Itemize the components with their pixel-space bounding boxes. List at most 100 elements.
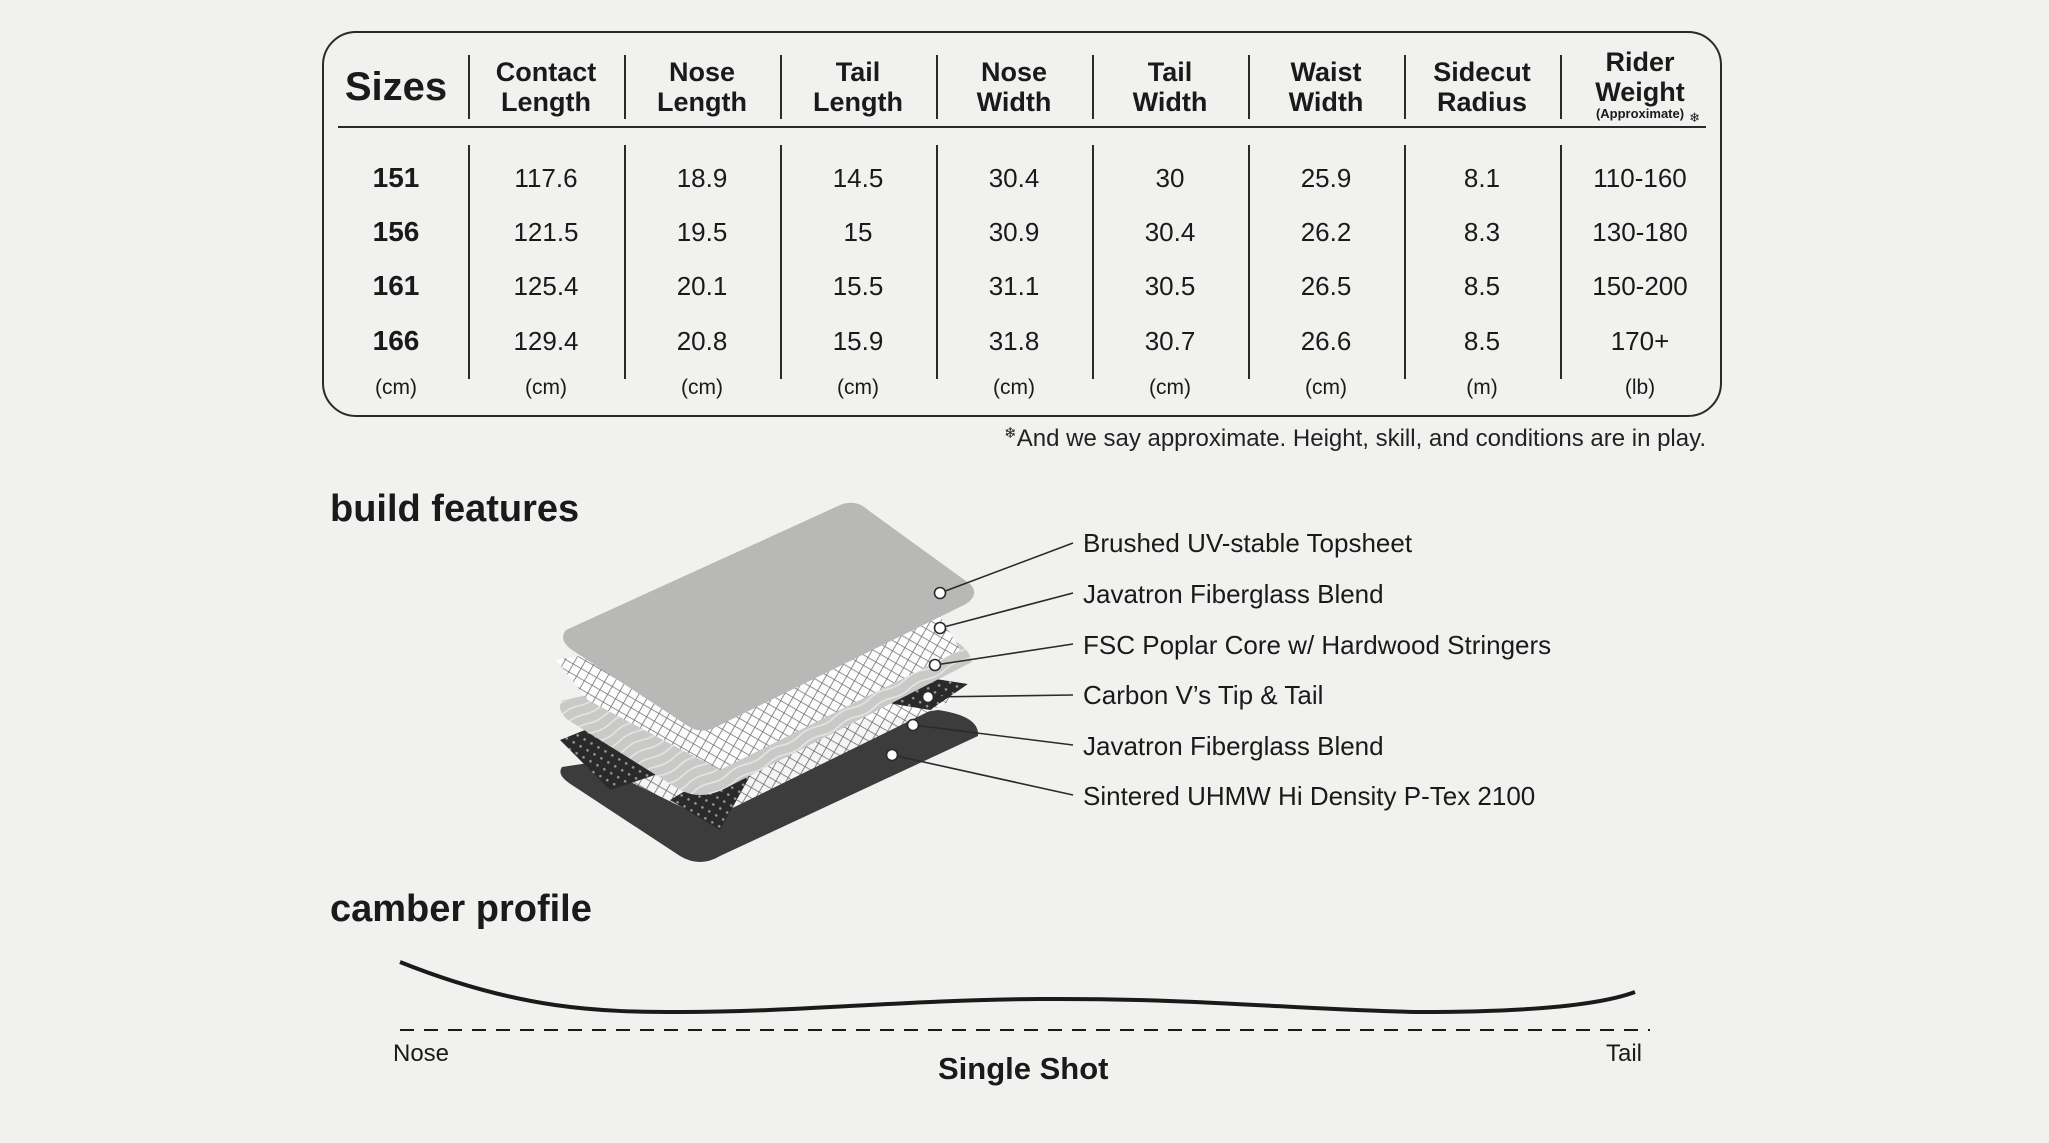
column-divider <box>780 55 782 119</box>
column-header: Nose Length <box>624 51 780 123</box>
header-line: Sizes <box>344 65 448 109</box>
value-cell: 15.5 <box>832 271 884 301</box>
column-rider-weight: Rider Weight (Approximate)❄ 110-160 130-… <box>1560 33 1720 419</box>
column-divider <box>624 55 626 119</box>
core-layer <box>560 632 972 795</box>
value-cell: 31.8 <box>988 326 1040 356</box>
value-cell: 125.4 <box>513 271 579 301</box>
base-layer <box>560 710 979 862</box>
column-header: Tail Length <box>780 51 936 123</box>
upper-fiberglass-layer <box>556 598 960 770</box>
layer-label-core: FSC Poplar Core w/ Hardwood Stringers <box>1083 630 1552 660</box>
column-header: Tail Width <box>1092 51 1248 123</box>
layer-label-topsheet: Brushed UV-stable Topsheet <box>1083 528 1413 558</box>
value-cell: 8.1 <box>1463 163 1501 193</box>
value-cell: 31.1 <box>988 271 1040 301</box>
column-contact-length: Contact Length 117.6 121.5 125.4 129.4 (… <box>468 33 624 419</box>
unit-cell: (m) <box>1466 376 1498 399</box>
build-features-title: build features <box>330 488 580 530</box>
carbon-v-layer <box>670 740 770 830</box>
column-divider <box>1560 145 1562 379</box>
value-cell: 170+ <box>1610 326 1670 356</box>
column-header: Sidecut Radius <box>1404 51 1560 123</box>
header-line: Sidecut <box>1433 57 1531 87</box>
value-cell: 8.5 <box>1463 271 1501 301</box>
size-cell: 151 <box>372 162 420 193</box>
value-cell: 30 <box>1155 163 1185 193</box>
value-cell: 150-200 <box>1592 271 1688 301</box>
nose-label: Nose <box>393 1040 450 1067</box>
header-line: Length <box>501 87 591 117</box>
column-sizes: Sizes 151 156 161 166 (cm) <box>324 33 468 419</box>
header-line: Width <box>1132 87 1208 117</box>
header-line: Width <box>1288 87 1364 117</box>
column-divider <box>936 55 938 119</box>
column-divider <box>1404 145 1406 379</box>
value-cell: 26.6 <box>1300 326 1352 356</box>
tail-label: Tail <box>1606 1040 1643 1067</box>
layer-label-base: Sintered UHMW Hi Density P-Tex 2100 <box>1083 781 1536 811</box>
header-line: Rider <box>1605 47 1675 77</box>
column-divider <box>624 145 626 379</box>
unit-cell: (cm) <box>837 376 879 399</box>
column-nose-length: Nose Length 18.9 19.5 20.1 20.8 (cm) <box>624 33 780 419</box>
unit-cell: (cm) <box>681 376 723 399</box>
header-line: Tail <box>835 57 881 87</box>
column-header: Contact Length <box>468 51 624 123</box>
spec-table: Sizes 151 156 161 166 (cm) Contact Lengt… <box>322 31 1722 417</box>
camber-profile-name: Single Shot <box>938 1051 1109 1086</box>
size-cell: 156 <box>372 216 420 247</box>
unit-cell: (cm) <box>1149 376 1191 399</box>
footnote: ❄And we say approximate. Height, skill, … <box>920 424 1706 453</box>
value-cell: 19.5 <box>676 217 728 247</box>
value-cell: 15 <box>843 217 873 247</box>
camber-profile-title: camber profile <box>330 888 592 930</box>
header-rule <box>338 126 1706 128</box>
column-header: Sizes <box>324 51 468 123</box>
value-cell: 25.9 <box>1300 163 1352 193</box>
snowflake-icon: ❄ <box>1689 110 1701 125</box>
column-divider <box>468 145 470 379</box>
header-line: Length <box>813 87 903 117</box>
header-line: Width <box>976 87 1052 117</box>
column-divider <box>1560 55 1562 119</box>
layer-label-upper-fiberglass: Javatron Fiberglass Blend <box>1083 579 1384 609</box>
column-header: Waist Width <box>1248 51 1404 123</box>
lower-fiberglass-layer <box>578 680 952 820</box>
value-cell: 8.5 <box>1463 326 1501 356</box>
column-header: Rider Weight (Approximate)❄ <box>1560 43 1720 125</box>
value-cell: 110-160 <box>1593 163 1687 193</box>
layer-label-carbon: Carbon V’s Tip & Tail <box>1083 680 1324 710</box>
column-divider <box>1404 55 1406 119</box>
value-cell: 130-180 <box>1592 217 1688 247</box>
column-sidecut-radius: Sidecut Radius 8.1 8.3 8.5 8.5 (m) <box>1404 33 1560 419</box>
value-cell: 117.6 <box>514 163 578 193</box>
column-tail-length: Tail Length 14.5 15 15.5 15.9 (cm) <box>780 33 936 419</box>
value-cell: 20.8 <box>676 326 728 356</box>
column-divider <box>936 145 938 379</box>
header-line: Weight <box>1595 77 1685 107</box>
header-line: Radius <box>1436 87 1528 117</box>
unit-cell: (cm) <box>375 376 417 399</box>
header-line: Nose <box>980 57 1048 87</box>
value-cell: 8.3 <box>1463 217 1501 247</box>
header-line: Nose <box>668 57 736 87</box>
value-cell: 30.9 <box>988 217 1040 247</box>
snowflake-icon: ❄ <box>1004 425 1017 442</box>
header-line: Tail <box>1147 57 1193 87</box>
size-cell: 166 <box>372 325 420 356</box>
value-cell: 20.1 <box>676 271 728 301</box>
value-cell: 121.5 <box>513 217 579 247</box>
unit-cell: (cm) <box>993 376 1035 399</box>
carbon-tail-layer <box>870 672 968 710</box>
header-line: Contact <box>495 57 597 87</box>
column-divider <box>1092 55 1094 119</box>
unit-cell: (cm) <box>1305 376 1347 399</box>
carbon-tip-layer <box>560 712 700 790</box>
header-line: Waist <box>1290 57 1362 87</box>
unit-cell: (cm) <box>525 376 567 399</box>
value-cell: 18.9 <box>676 163 728 193</box>
camber-profile-line <box>399 960 1636 1015</box>
header-subtitle: (Approximate)❄ <box>1596 107 1700 125</box>
column-divider <box>780 145 782 379</box>
